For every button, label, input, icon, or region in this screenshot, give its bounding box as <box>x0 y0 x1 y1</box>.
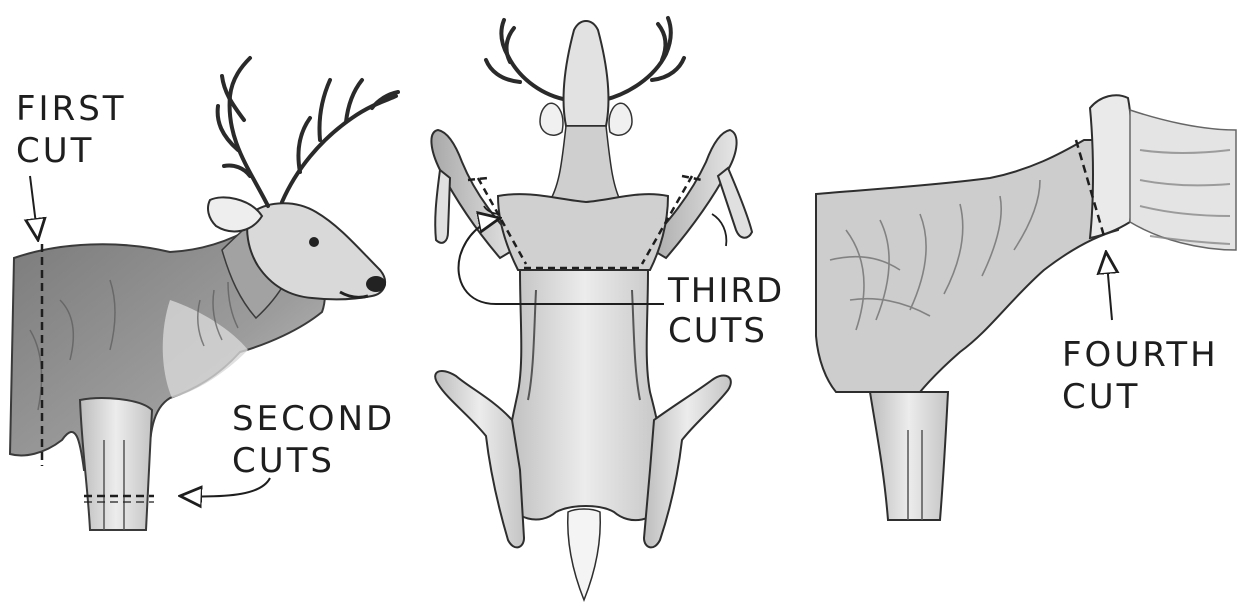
hanging-hind-leg-right <box>644 375 731 547</box>
hanging-neck <box>548 126 622 204</box>
fourth-cut-label-line-2: CUT <box>1062 376 1140 418</box>
third-cuts-label-line-1: THIRD <box>668 270 784 312</box>
neck-raw <box>1090 95 1133 238</box>
neck-view-leg <box>870 392 948 520</box>
deer-antlers <box>218 58 398 206</box>
neck-hide-flap <box>1130 110 1236 250</box>
deer-nose <box>366 276 386 292</box>
first-cut-label-line-1: FIRST <box>16 88 127 130</box>
hanging-hind-leg-left <box>435 371 524 547</box>
hanging-tail <box>568 509 601 600</box>
fourth-cut-label-line-1: FOURTH <box>1062 334 1219 376</box>
second-cuts-label-line-2: CUTS <box>232 440 335 482</box>
hanging-head <box>564 21 609 126</box>
deer-eye <box>309 237 319 247</box>
fourth-cut-arrow <box>1106 252 1112 320</box>
hanging-shoulders <box>498 194 668 270</box>
third-cuts-label-line-2: CUTS <box>668 310 767 352</box>
deer-neck-view <box>816 95 1236 520</box>
first-cut-label-line-2: CUT <box>16 130 94 172</box>
second-cuts-label-line-1: SECOND <box>232 398 395 440</box>
deer-front-leg <box>80 398 152 530</box>
first-cut-arrow <box>30 176 38 240</box>
